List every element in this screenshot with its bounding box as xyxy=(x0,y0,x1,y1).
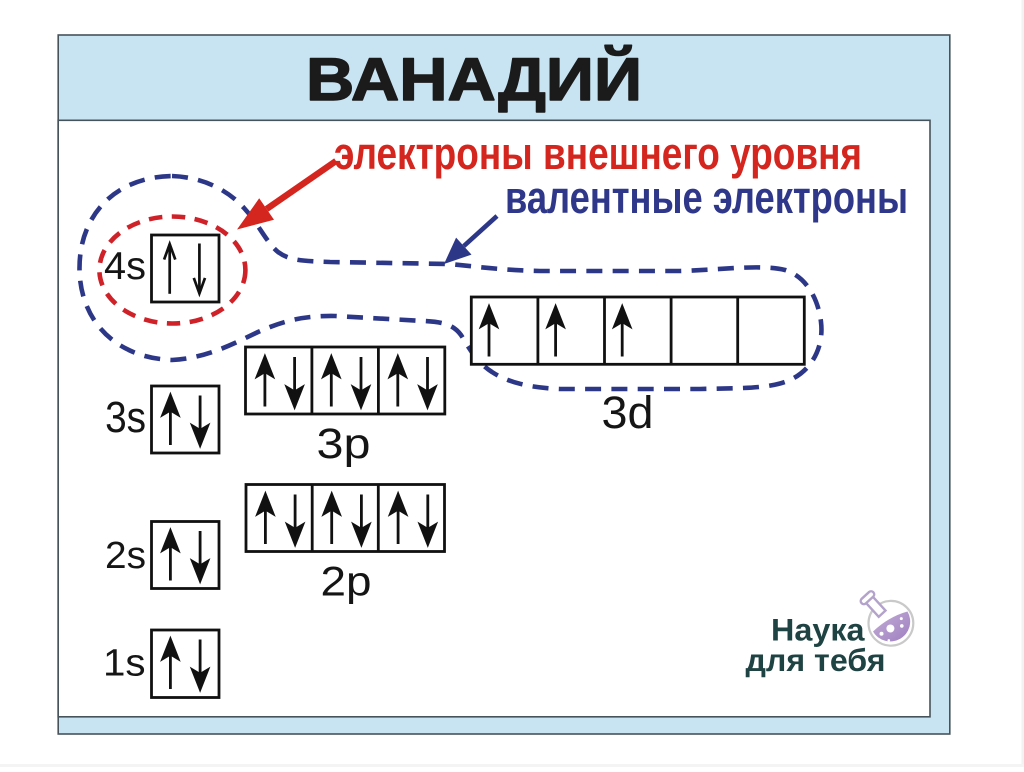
svg-text:3p: 3p xyxy=(317,420,371,468)
svg-text:2s: 2s xyxy=(105,535,146,577)
svg-text:валентные электроны: валентные электроны xyxy=(505,172,908,223)
svg-text:4s: 4s xyxy=(104,245,146,288)
svg-text:3d: 3d xyxy=(602,387,654,438)
svg-text:для тебя: для тебя xyxy=(746,642,886,678)
svg-text:2p: 2p xyxy=(321,558,372,605)
svg-text:1s: 1s xyxy=(103,643,146,685)
svg-text:3s: 3s xyxy=(105,393,146,442)
svg-text:ВАНАДИЙ: ВАНАДИЙ xyxy=(306,46,642,113)
